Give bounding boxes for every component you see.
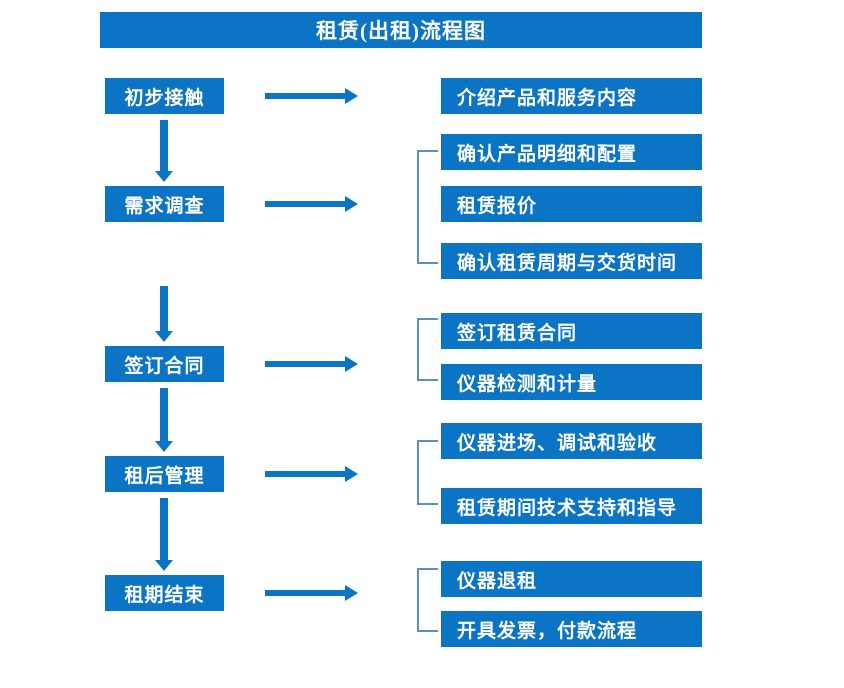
group-bracket-1 — [417, 150, 438, 264]
stage-box-1[interactable]: 初步接触 — [105, 78, 224, 114]
group-bracket-4 — [417, 568, 438, 632]
detail-box-4[interactable]: 确认租赁周期与交货时间 — [441, 243, 702, 279]
detail-box-1[interactable]: 介绍产品和服务内容 — [441, 78, 702, 114]
detail-box-5[interactable]: 签订租赁合同 — [441, 313, 702, 349]
detail-box-6[interactable]: 仪器检测和计量 — [441, 364, 702, 400]
detail-box-10[interactable]: 开具发票，付款流程 — [441, 611, 702, 647]
group-bracket-2 — [417, 318, 438, 381]
stage-box-3[interactable]: 签订合同 — [105, 346, 224, 382]
detail-box-2[interactable]: 确认产品明细和配置 — [441, 134, 702, 170]
detail-box-3[interactable]: 租赁报价 — [441, 186, 702, 222]
detail-box-8[interactable]: 租赁期间技术支持和指导 — [441, 488, 702, 524]
group-bracket-3 — [417, 440, 438, 505]
detail-box-7[interactable]: 仪器进场、调试和验收 — [441, 423, 702, 459]
diagram-title: 租赁(出租)流程图 — [100, 12, 702, 48]
stage-box-5[interactable]: 租期结束 — [105, 575, 224, 611]
detail-box-9[interactable]: 仪器退租 — [441, 561, 702, 597]
stage-box-2[interactable]: 需求调查 — [105, 186, 224, 222]
stage-box-4[interactable]: 租后管理 — [105, 456, 224, 492]
